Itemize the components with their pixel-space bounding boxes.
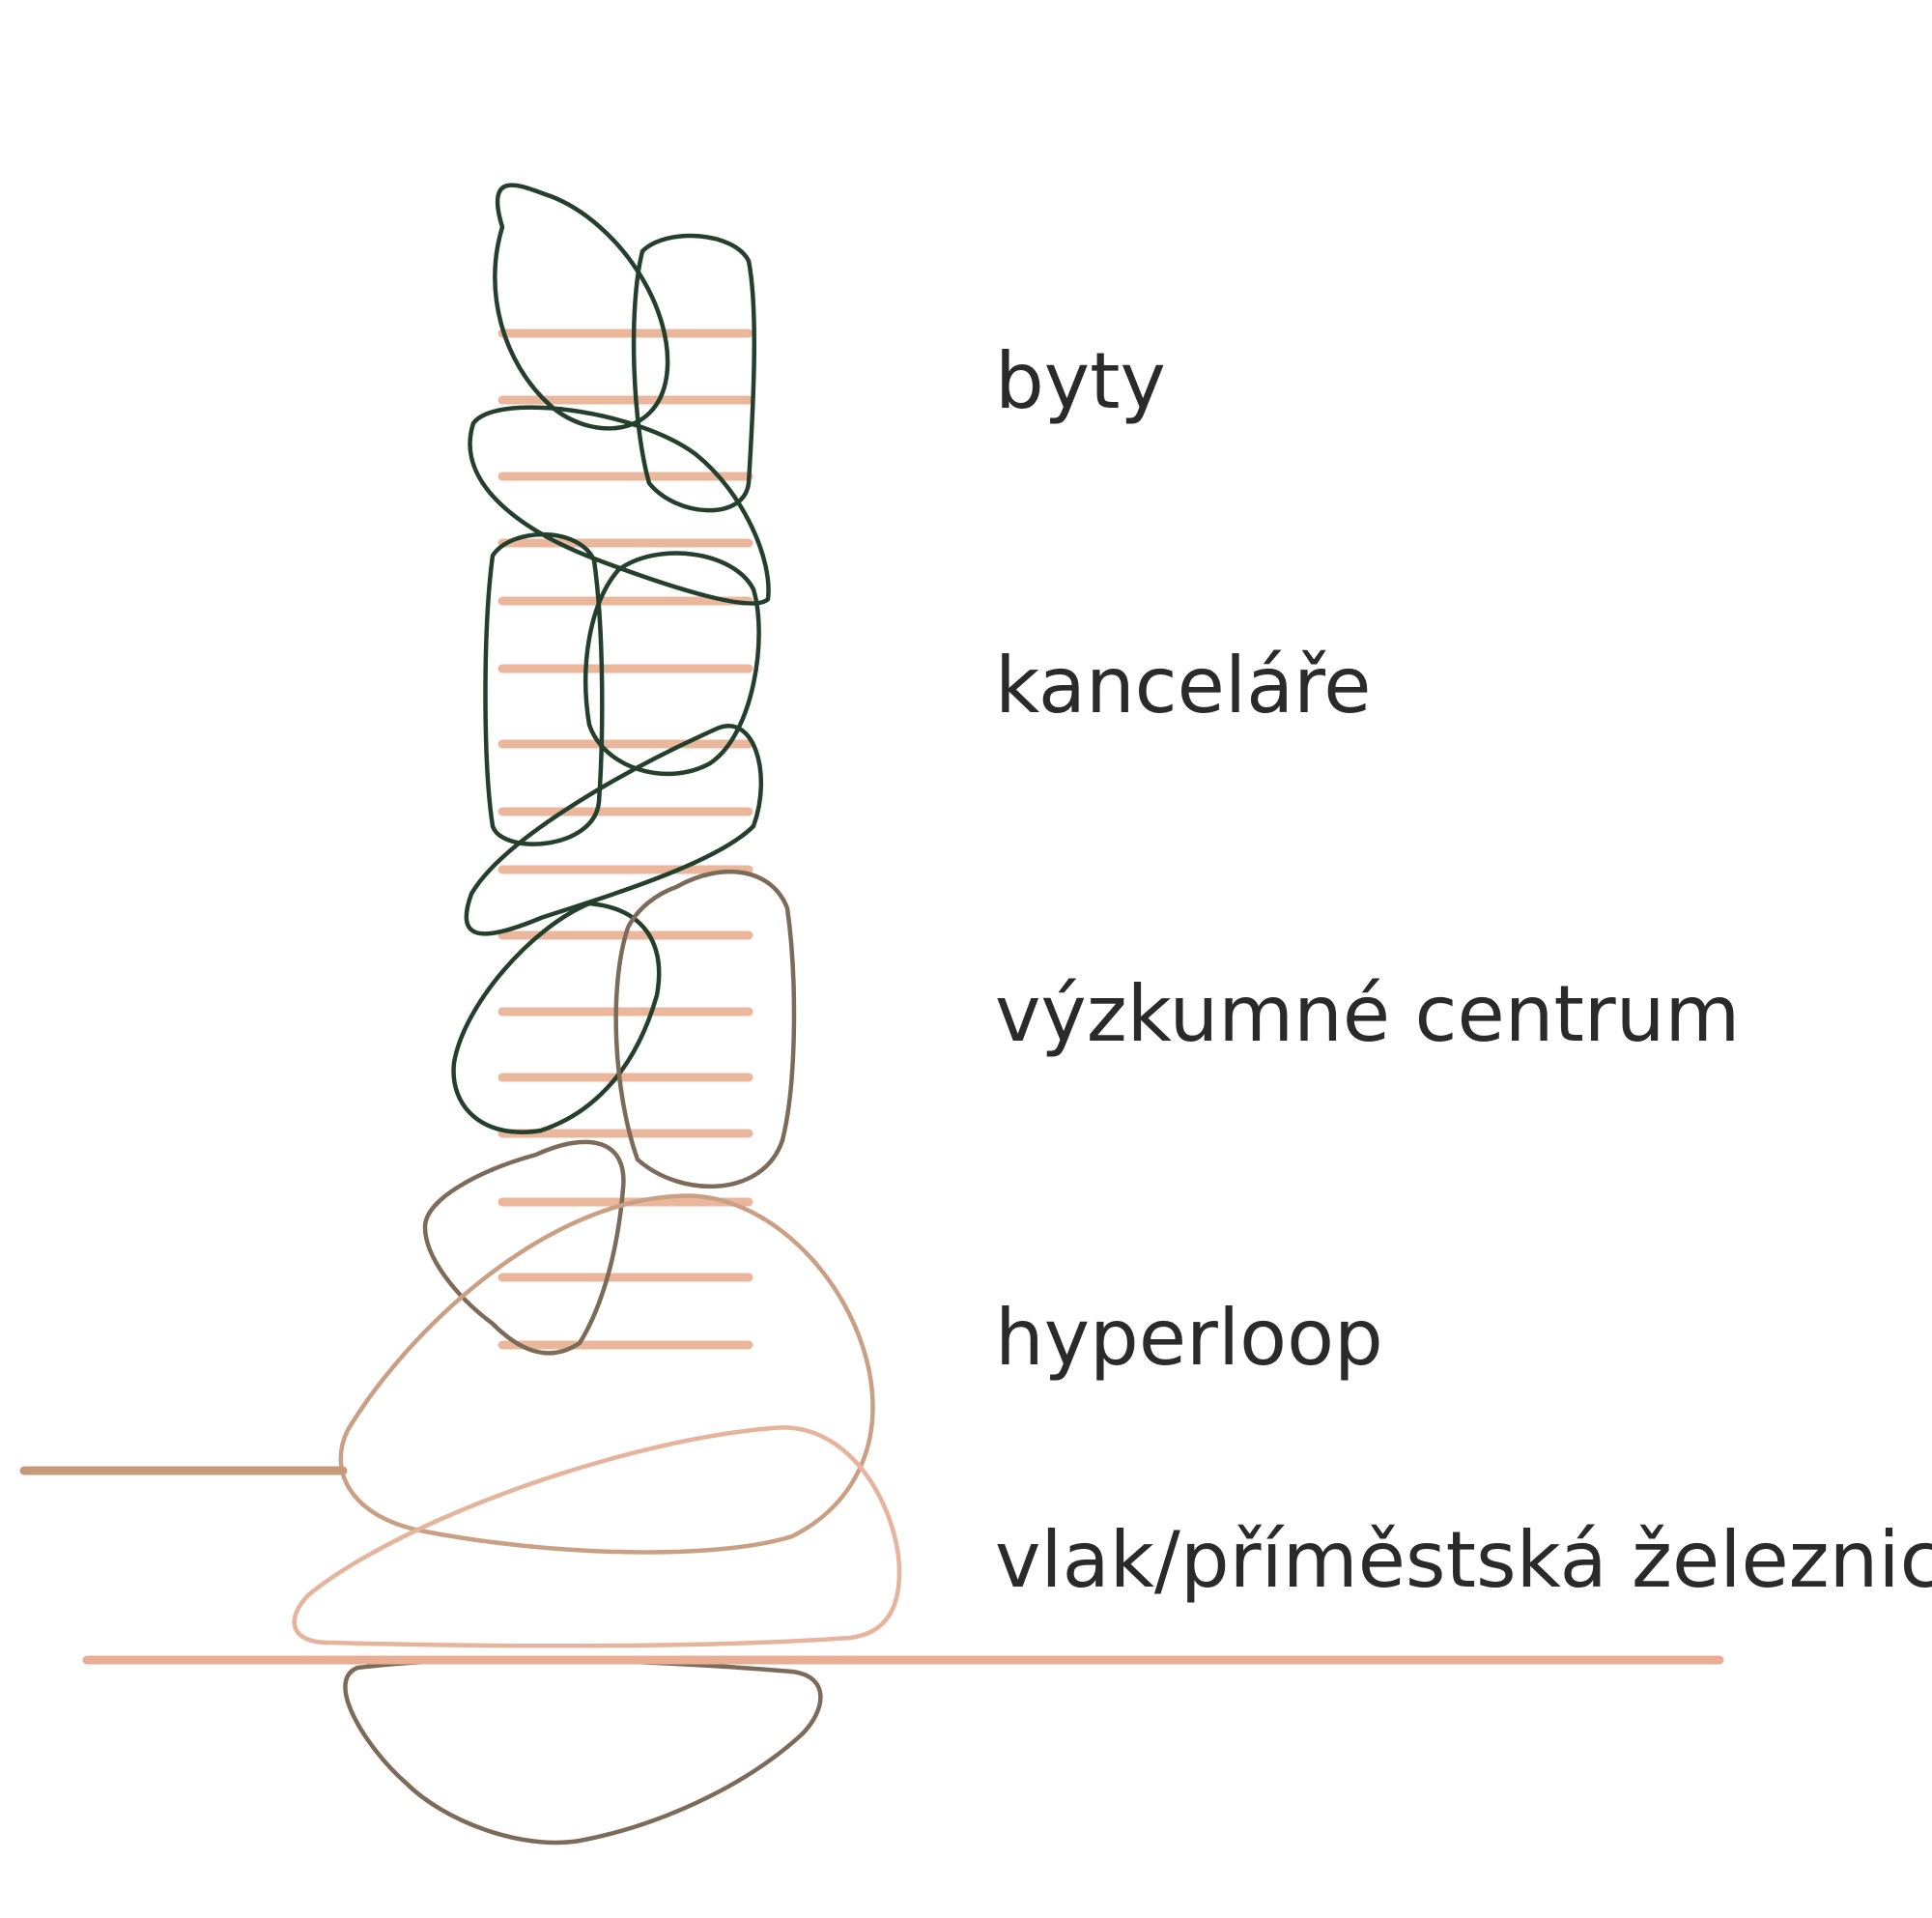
blob-underground — [343, 1657, 823, 1846]
blob-research-right — [613, 869, 797, 1189]
label-offices: kanceláře — [995, 641, 1372, 730]
label-rail: vlak/příměstská železnice — [995, 1515, 1932, 1605]
label-apartments: byty — [995, 336, 1166, 426]
blob-apartments-middle — [468, 405, 771, 606]
blob-apartments-top-right — [631, 233, 757, 513]
blob-offices-left — [483, 531, 605, 846]
blob-rail-flat — [292, 1425, 902, 1648]
label-hyperloop: hyperloop — [995, 1293, 1383, 1383]
blob-offices-lower — [464, 724, 764, 936]
blob-rail-large — [338, 1193, 875, 1555]
floor-lines — [497, 329, 753, 1350]
blob-research-left — [451, 901, 662, 1134]
blob-offices-right — [583, 551, 761, 777]
blob-apartments-top-left — [493, 183, 670, 431]
label-research-center: výzkumné centrum — [995, 969, 1741, 1059]
blob-hyperloop — [422, 1139, 626, 1356]
